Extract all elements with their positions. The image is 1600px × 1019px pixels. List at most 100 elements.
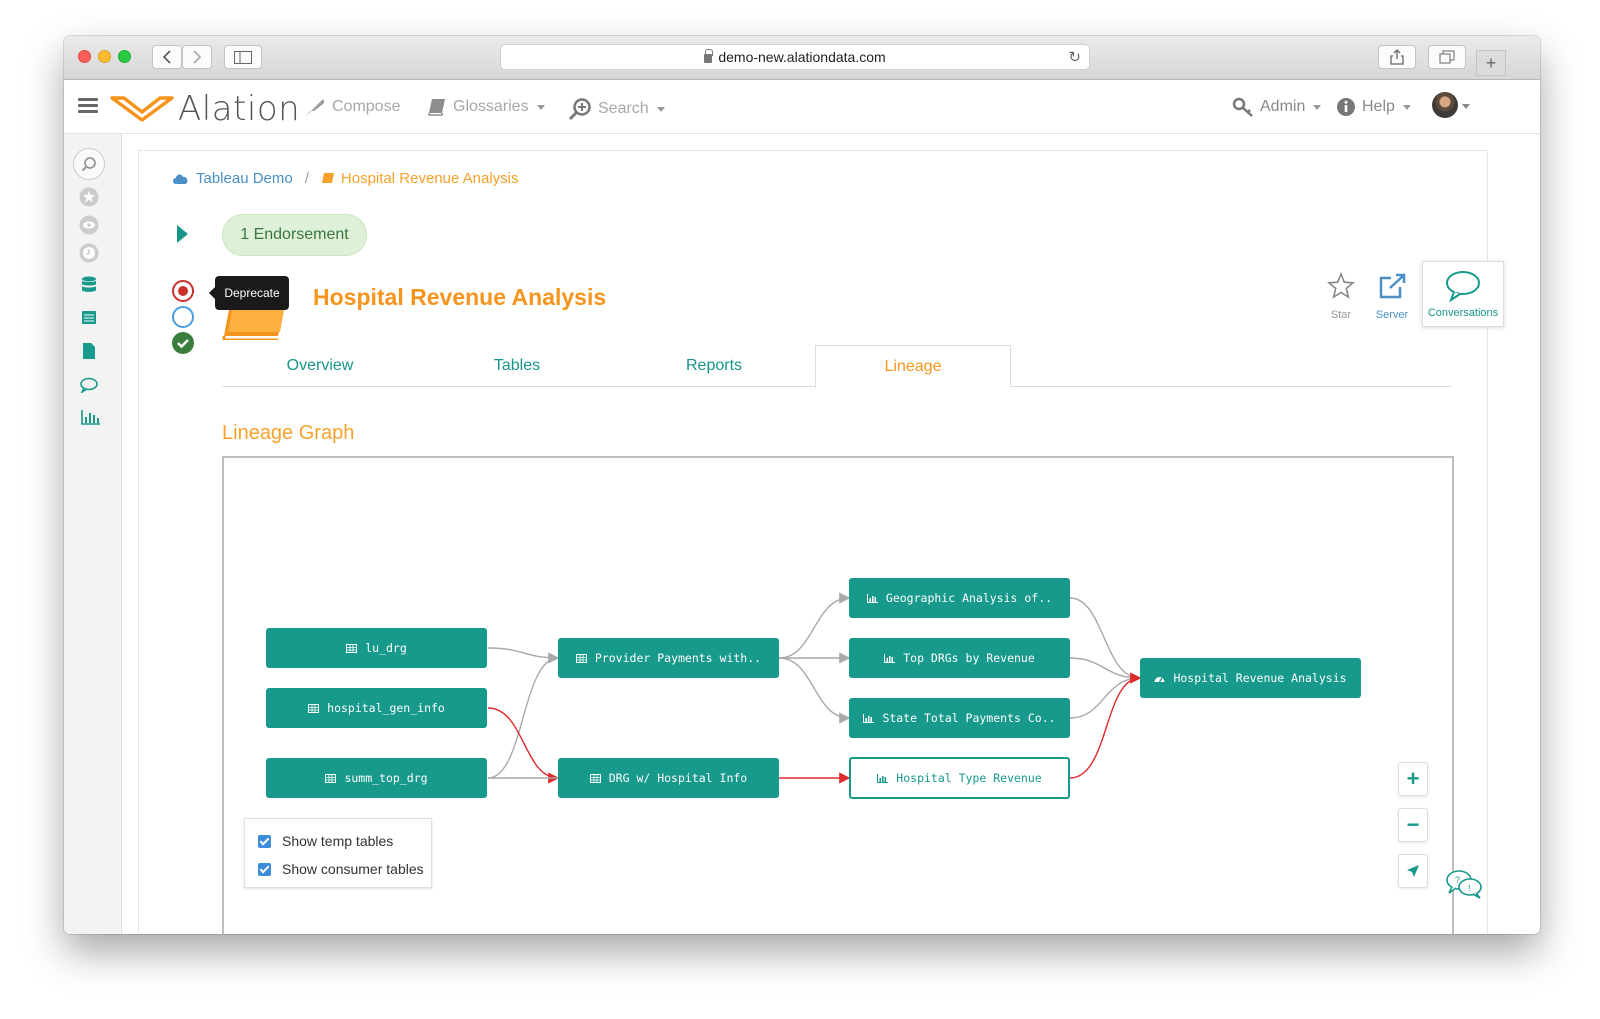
- book-icon: [321, 173, 334, 183]
- zoom-in-button[interactable]: +: [1398, 762, 1428, 796]
- zoom-window-button[interactable]: [118, 50, 131, 63]
- clock-icon: [79, 243, 99, 263]
- tabs-overview-button[interactable]: [1428, 45, 1466, 69]
- rail-data-sources-button[interactable]: [78, 274, 100, 296]
- deprecate-tooltip: Deprecate: [209, 276, 289, 310]
- database-icon: [82, 276, 96, 292]
- checkbox-checked-icon[interactable]: [258, 862, 271, 876]
- nav-compose-label: Compose: [332, 98, 401, 115]
- caret-down-icon: [1402, 104, 1411, 110]
- node-label: hospital_gen_info: [327, 701, 445, 715]
- chevron-left-icon: [162, 50, 171, 64]
- lineage-node-sheet[interactable]: Geographic Analysis of..: [849, 578, 1070, 618]
- bar-chart-icon: [877, 773, 889, 783]
- breadcrumb-separator: /: [304, 170, 309, 187]
- plus-icon: +: [1406, 766, 1420, 791]
- table-grid-icon: [346, 643, 358, 653]
- bar-chart-icon: [866, 593, 878, 603]
- eye-icon: [79, 215, 99, 235]
- lineage-node-table[interactable]: lu_drg: [266, 628, 487, 668]
- caret-down-icon: [656, 106, 665, 112]
- expand-triangle-icon[interactable]: [177, 225, 188, 243]
- node-label: Hospital Revenue Analysis: [1173, 671, 1347, 685]
- lineage-node-sheet-selected[interactable]: Hospital Type Revenue: [849, 757, 1070, 799]
- lineage-node-sheet[interactable]: State Total Payments Co..: [849, 698, 1070, 738]
- endorsement-badge[interactable]: 1 Endorsement: [222, 214, 367, 256]
- warning-status-button[interactable]: [172, 306, 194, 328]
- lineage-filter-legend: Show temp tables Show consumer tables: [244, 818, 432, 888]
- edge-hospital-drg: [487, 707, 560, 784]
- deprecate-status-button[interactable]: [172, 280, 194, 302]
- share-button[interactable]: [1378, 45, 1416, 69]
- alation-logo[interactable]: Alation: [110, 89, 300, 129]
- lineage-node-workbook[interactable]: Hospital Revenue Analysis: [1140, 658, 1361, 698]
- show-consumer-tables-toggle[interactable]: Show consumer tables: [258, 861, 424, 877]
- rail-watched-button[interactable]: [78, 214, 100, 236]
- back-button[interactable]: [152, 45, 182, 69]
- new-tab-button[interactable]: +: [1476, 50, 1506, 76]
- show-temp-tables-toggle[interactable]: Show temp tables: [258, 833, 393, 849]
- caret-down-icon: [1313, 104, 1322, 110]
- address-bar[interactable]: demo-new.alationdata.com ↻: [500, 44, 1090, 70]
- node-label: summ_top_drg: [344, 771, 428, 785]
- lineage-node-sheet[interactable]: Top DRGs by Revenue: [849, 638, 1070, 678]
- star-action[interactable]: Star: [1316, 271, 1366, 321]
- endorse-status-button[interactable]: [172, 332, 194, 354]
- table-grid-icon: [575, 653, 587, 663]
- sidebar-icon: [234, 50, 252, 64]
- tab-reports[interactable]: Reports: [685, 357, 743, 374]
- tab-tables[interactable]: Tables: [493, 357, 541, 374]
- server-action[interactable]: Server: [1367, 272, 1417, 321]
- rail-starred-button[interactable]: [78, 186, 100, 208]
- edge-lu-drg-provider: [487, 647, 560, 664]
- chat-bubble-icon: [1446, 271, 1480, 303]
- rail-tables-button[interactable]: [78, 306, 100, 328]
- user-avatar[interactable]: [1432, 92, 1458, 118]
- menu-icon[interactable]: [78, 98, 98, 114]
- breadcrumb-source-link[interactable]: Tableau Demo: [196, 170, 293, 187]
- lineage-node-table[interactable]: hospital_gen_info: [266, 688, 487, 728]
- lineage-node-datasource[interactable]: Provider Payments with..: [558, 638, 779, 678]
- dashboard-icon: [1154, 676, 1165, 682]
- nav-search[interactable]: Search: [568, 97, 665, 121]
- checkbox-checked-icon[interactable]: [258, 834, 271, 848]
- rail-articles-button[interactable]: [78, 340, 100, 362]
- nav-compose[interactable]: Compose: [304, 97, 400, 117]
- nav-glossaries[interactable]: Glossaries: [427, 97, 545, 117]
- rail-search-button[interactable]: [73, 148, 105, 180]
- nav-help[interactable]: Help: [1336, 97, 1411, 117]
- node-label: DRG w/ Hospital Info: [608, 771, 748, 785]
- tab-lineage[interactable]: Lineage: [815, 345, 1011, 388]
- node-label: Geographic Analysis of..: [885, 591, 1053, 605]
- edge-provider-geo: [778, 592, 851, 659]
- info-icon: [1337, 98, 1355, 116]
- lineage-node-datasource[interactable]: DRG w/ Hospital Info: [558, 758, 779, 798]
- conversations-button[interactable]: Conversations: [1422, 261, 1504, 327]
- lineage-graph[interactable]: lu_drg hospital_gen_info summ_top_drg Pr…: [222, 456, 1454, 934]
- cloud-icon: [173, 173, 188, 184]
- zoom-out-button[interactable]: −: [1398, 808, 1428, 842]
- nav-glossaries-label: Glossaries: [453, 98, 529, 115]
- conversations-label: Conversations: [1427, 307, 1499, 319]
- minimize-window-button[interactable]: [98, 50, 111, 63]
- url-text: demo-new.alationdata.com: [718, 49, 886, 65]
- help-chat-button[interactable]: ? !: [1444, 868, 1484, 905]
- check-icon: [177, 339, 189, 349]
- forward-button[interactable]: [182, 45, 212, 69]
- thumbs-down-icon: [178, 286, 188, 296]
- rail-conversations-button[interactable]: [78, 374, 100, 396]
- sidebar-toggle-button[interactable]: [224, 45, 262, 69]
- caret-down-icon[interactable]: [1462, 104, 1470, 109]
- breadcrumb-current[interactable]: Hospital Revenue Analysis: [340, 170, 519, 187]
- nav-admin[interactable]: Admin: [1232, 97, 1322, 117]
- lock-icon: [704, 48, 714, 63]
- recenter-button[interactable]: [1398, 854, 1428, 888]
- rail-reports-button[interactable]: [80, 406, 102, 428]
- close-window-button[interactable]: [78, 50, 91, 63]
- tab-overview[interactable]: Overview: [286, 357, 354, 374]
- rail-recent-button[interactable]: [78, 242, 100, 264]
- reload-icon[interactable]: ↻: [1068, 49, 1081, 66]
- server-action-label: Server: [1375, 309, 1409, 321]
- left-icon-rail: [64, 134, 122, 934]
- lineage-node-table[interactable]: summ_top_drg: [266, 758, 487, 798]
